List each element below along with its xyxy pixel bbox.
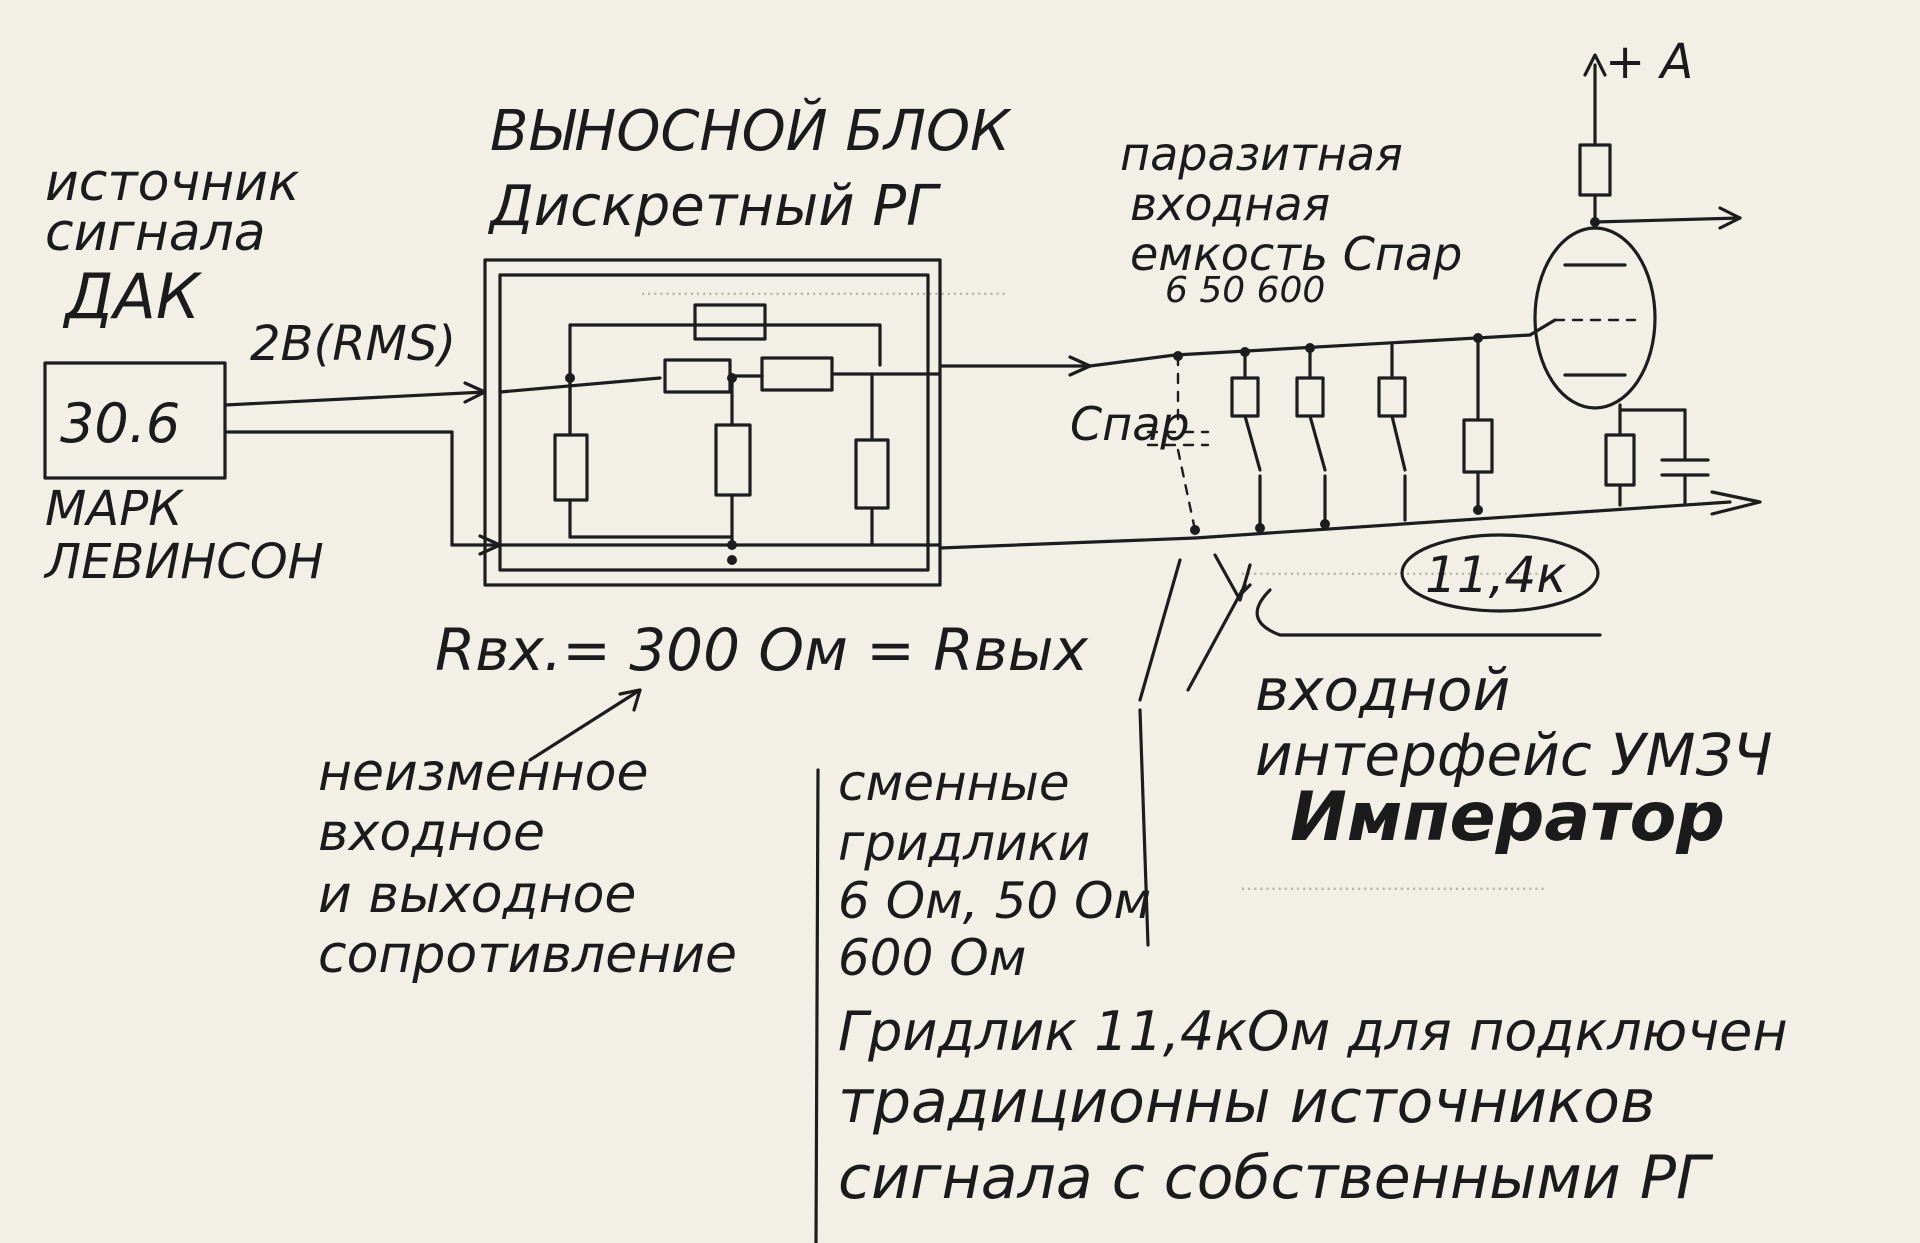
resistor-shunt-right	[854, 438, 890, 510]
supply-label: + А	[1605, 34, 1693, 90]
parasitic-line2: входная	[1130, 177, 1330, 231]
source-title-line2: сигнала	[45, 203, 266, 263]
block-title-line2: Дискретный РГ	[487, 174, 941, 239]
svg-text:..............................: ........................................…	[640, 275, 1007, 300]
svg-text:..............................: ........................................…	[1240, 555, 1546, 580]
note-line2: традиционны источников	[838, 1067, 1655, 1137]
note-line3: сигнала с собственными РГ	[838, 1143, 1714, 1213]
resistor-shunt-left	[553, 433, 589, 502]
source-title-line1: источник	[45, 153, 300, 213]
cpar-label: Спар	[1070, 397, 1190, 451]
gridleak-values: 6 50 600	[1165, 270, 1325, 311]
r11k-callout	[1400, 533, 1600, 613]
inner-block-frame	[498, 273, 930, 572]
resistor-shunt-mid	[714, 423, 752, 497]
resistor-series-2	[760, 356, 834, 392]
outer-block-frame	[483, 258, 942, 587]
source-maker-line1: МАРК	[45, 481, 184, 537]
amp-input-interface: паразитная входная емкость Спар 6 50 600…	[1070, 34, 1773, 857]
cathode-resistor	[1604, 433, 1636, 487]
rin-rout-label: Rвх.= 300 Ом = Rвых	[435, 616, 1089, 684]
fixed-line2: входное	[318, 803, 545, 863]
dac-model-label: 30.6	[60, 392, 180, 455]
anode-resistor	[1578, 143, 1612, 197]
dac-box	[43, 361, 227, 480]
svg-text:..............................: ........................................…	[1240, 870, 1546, 895]
resistor-top	[693, 303, 767, 341]
gridleak-600ohm	[1377, 376, 1407, 418]
gridleak-50ohm	[1295, 376, 1325, 418]
source-title-line3: ДАК	[62, 260, 203, 333]
source-block: источник сигнала ДАК 30.6 МАРК ЛЕВИНСОН …	[43, 153, 456, 590]
fixed-line1: неизменное	[318, 743, 648, 803]
fixed-line3: и выходное	[318, 865, 636, 925]
swap-line4: 600 Ом	[838, 929, 1026, 987]
swap-line3: 6 Ом, 50 Ом	[838, 872, 1151, 930]
show-through-background: ........................................…	[640, 275, 1546, 895]
fixed-line4: сопротивление	[318, 925, 737, 985]
interface-line1: входной	[1255, 656, 1510, 724]
vacuum-tube	[1533, 226, 1657, 410]
resistor-series-1	[663, 358, 732, 394]
gridleak-6ohm	[1230, 376, 1260, 418]
voltage-label: 2В(RMS)	[250, 316, 456, 372]
interconnect-wires	[938, 333, 1762, 550]
source-wires	[223, 381, 502, 556]
swap-line2: гридлики	[838, 814, 1090, 872]
source-maker-line2: ЛЕВИНСОН	[43, 534, 324, 590]
interface-line2: интерфейс УМЗЧ	[1255, 721, 1773, 789]
note-line1: Гридлик 11,4кОм для подключен	[838, 1000, 1788, 1063]
annotations: Rвх.= 300 Ом = Rвых неизменное входное и…	[318, 553, 1788, 1243]
swap-line1: сменные	[838, 754, 1070, 812]
remote-block: ВЫНОСНОЙ БЛОК Дискретный РГ	[483, 99, 1012, 587]
interface-line3: Император	[1290, 778, 1725, 857]
block-title-line1: ВЫНОСНОЙ БЛОК	[490, 99, 1012, 164]
r11k-label: 11,4к	[1425, 546, 1567, 604]
parasitic-line3: емкость Спар	[1130, 227, 1462, 281]
parasitic-line1: паразитная	[1120, 127, 1403, 181]
gridleak-11k4	[1462, 418, 1494, 474]
